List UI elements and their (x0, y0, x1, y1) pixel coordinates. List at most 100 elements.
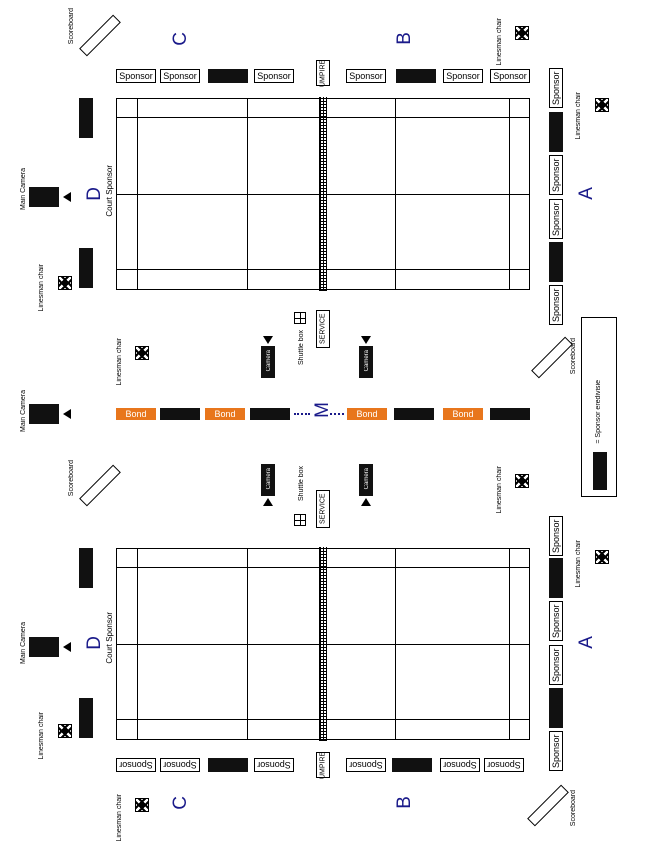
camera (359, 346, 373, 378)
black-board (490, 408, 530, 420)
sponsor-board: Sponsor (549, 199, 563, 239)
camera-label: Camera (364, 468, 370, 490)
linesman-chair-icon (135, 346, 149, 360)
camera-direction-icon (63, 642, 71, 652)
camera-direction-icon (263, 498, 273, 506)
camera (261, 346, 275, 378)
sponsor-board: Sponsor (254, 69, 294, 83)
umpire-label: UMPIRE (316, 751, 330, 779)
dotted-line (294, 413, 310, 415)
main-camera-label: Main Camera (20, 168, 27, 211)
camera-direction-icon (63, 409, 71, 419)
legend-text: = Sponsor eredivisie (595, 380, 602, 444)
position-c-label: C (170, 32, 191, 46)
camera (261, 464, 275, 496)
camera-label: Camera (266, 350, 272, 372)
black-board (208, 69, 248, 83)
linesman-chair-label: Linesman chair (116, 794, 123, 842)
court-sponsor-label: Court Sponsor (105, 612, 114, 664)
camera-label: Camera (364, 350, 370, 372)
scoreboard-label: Scoreboard (570, 338, 577, 375)
linesman-chair-icon (135, 798, 149, 812)
sponsor-board: Sponsor (443, 69, 483, 83)
black-board (396, 69, 436, 83)
black-board (79, 698, 93, 738)
black-board (79, 248, 93, 288)
sponsor-board: Sponsor (254, 758, 294, 772)
black-board (79, 548, 93, 588)
net-top (319, 97, 327, 291)
sponsor-board: Sponsor (549, 285, 563, 325)
sponsor-board: Sponsor (440, 758, 480, 772)
sponsor-board: Sponsor (116, 69, 156, 83)
main-camera-label: Main Camera (20, 390, 27, 433)
black-board (250, 408, 290, 420)
scoreboard-label: Scoreboard (570, 790, 577, 827)
shuttle-box-label: Shuttle box (298, 466, 305, 502)
scoreboard-label: Scoreboard (68, 8, 75, 45)
main-camera (29, 187, 59, 207)
camera-direction-icon (263, 336, 273, 344)
sponsor-board: Sponsor (549, 731, 563, 771)
position-d-label: D (84, 636, 105, 650)
linesman-chair-label: Linesman chair (38, 264, 45, 312)
black-board (549, 112, 563, 152)
sponsor-board: Sponsor (549, 516, 563, 556)
shuttle-box-icon (294, 514, 306, 526)
black-board (160, 408, 200, 420)
camera-direction-icon (361, 336, 371, 344)
bond-board: Bond (347, 408, 387, 420)
linesman-chair-label: Linesman chair (575, 92, 582, 140)
linesman-chair-label: Linesman chair (496, 466, 503, 514)
net-bottom (319, 547, 327, 741)
position-d-label: D (84, 187, 105, 201)
black-board (392, 758, 432, 772)
camera-direction-icon (361, 498, 371, 506)
black-board (549, 242, 563, 282)
main-camera (29, 637, 59, 657)
sponsor-board: Sponsor (549, 601, 563, 641)
black-board (79, 98, 93, 138)
linesman-chair-icon (595, 98, 609, 112)
scoreboard (527, 784, 569, 827)
sponsor-board: Sponsor (116, 758, 156, 772)
legend-swatch (593, 452, 607, 490)
black-board (208, 758, 248, 772)
camera (359, 464, 373, 496)
position-a-label: A (576, 636, 597, 649)
linesman-chair-icon (58, 276, 72, 290)
linesman-chair-label: Linesman chair (575, 540, 582, 588)
camera-label: Camera (266, 468, 272, 490)
scoreboard-label: Scoreboard (68, 460, 75, 497)
camera-direction-icon (63, 192, 71, 202)
main-camera (29, 404, 59, 424)
sponsor-board: Sponsor (549, 68, 563, 108)
bond-board: Bond (116, 408, 156, 420)
linesman-chair-icon (595, 550, 609, 564)
position-m-label: M (312, 402, 333, 418)
shuttle-box-icon (294, 312, 306, 324)
position-c-label: C (170, 796, 191, 810)
court-sponsor-label: Court Sponsor (105, 165, 114, 217)
sponsor-board: Sponsor (346, 758, 386, 772)
scoreboard (79, 14, 121, 57)
linesman-chair-icon (515, 26, 529, 40)
bond-board: Bond (205, 408, 245, 420)
sponsor-board: Sponsor (484, 758, 524, 772)
position-b-label: B (394, 796, 415, 809)
service-label: SERVICE (316, 490, 330, 528)
sponsor-board: Sponsor (346, 69, 386, 83)
dotted-line (330, 413, 344, 415)
position-a-label: A (576, 187, 597, 200)
sponsor-board: Sponsor (160, 758, 200, 772)
linesman-chair-label: Linesman chair (496, 18, 503, 66)
service-label: SERVICE (316, 310, 330, 348)
scoreboard (79, 464, 121, 507)
bond-board: Bond (443, 408, 483, 420)
main-camera-label: Main Camera (20, 622, 27, 665)
legend-box (581, 317, 617, 497)
sponsor-board: Sponsor (549, 645, 563, 685)
black-board (394, 408, 434, 420)
sponsor-board: Sponsor (160, 69, 200, 83)
linesman-chair-label: Linesman chair (116, 338, 123, 386)
